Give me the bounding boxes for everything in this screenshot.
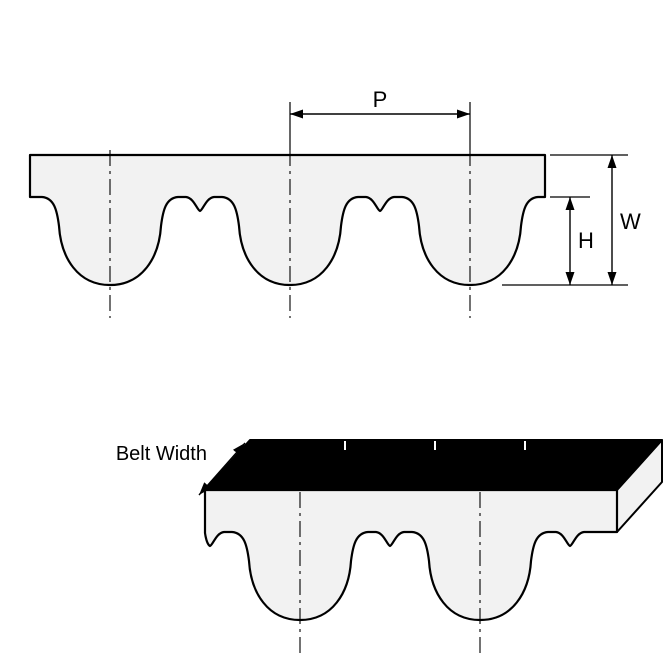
belt-isometric-view: Belt Width: [116, 439, 663, 655]
belt-profile-shape: [28, 153, 547, 287]
belt-width-label: Belt Width: [116, 443, 207, 465]
belt-width-arrow: [198, 442, 246, 496]
belt-width-dimension: Belt Width: [116, 442, 246, 496]
belt-front-face: [203, 488, 619, 622]
belt-top-surface: [204, 439, 663, 491]
tooth-height-dimension: H: [550, 196, 594, 285]
tooth-height-label: H: [578, 228, 594, 253]
belt-cross-section-view: P W H: [28, 87, 641, 318]
pitch-label: P: [373, 87, 388, 112]
belt-thickness-dimension: W: [502, 154, 641, 286]
pitch-dimension: P: [289, 87, 471, 150]
belt-thickness-label: W: [620, 209, 641, 234]
